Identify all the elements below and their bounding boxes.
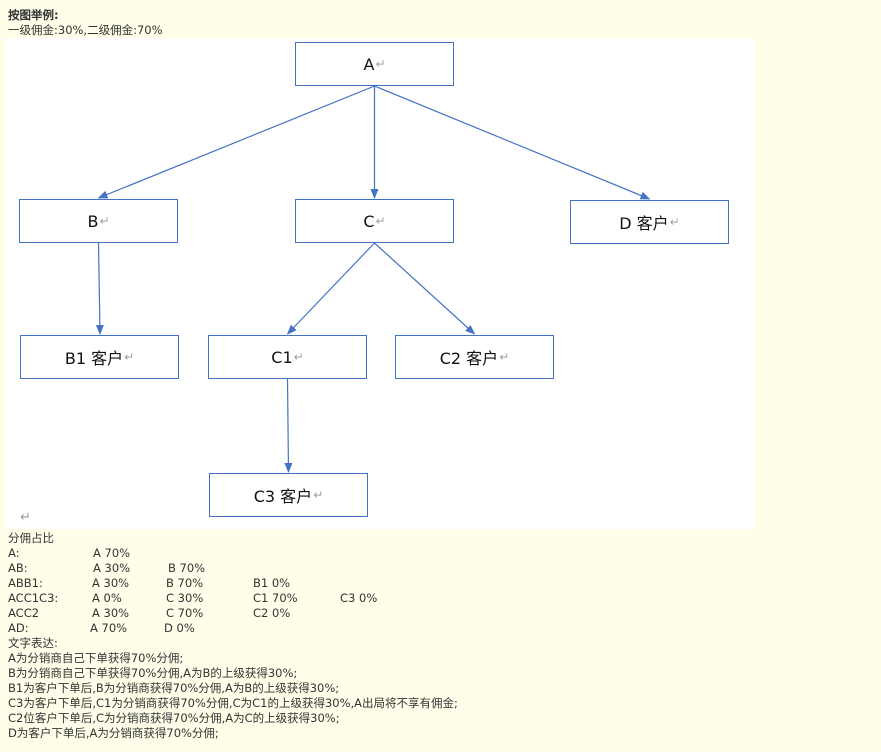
split-cell: A 30%	[93, 561, 131, 575]
split-cell: C 30%	[166, 591, 204, 605]
split-row-label: A:	[8, 546, 20, 560]
split-cell: C1 70%	[253, 591, 298, 605]
node-c: C↵	[295, 199, 454, 243]
split-row: ABB1: A 30% B 70% B1 0%	[8, 576, 458, 591]
split-cell: C3 0%	[340, 591, 378, 605]
split-cell: A 30%	[92, 606, 130, 620]
edge-c-c2	[374, 242, 476, 335]
edge-b-b1	[95, 242, 104, 335]
edge-c-c1	[286, 242, 375, 335]
split-title: 分佣占比	[8, 531, 54, 545]
split-row-label: ACC1C3:	[8, 591, 59, 605]
node-b1-customer: B1 客户↵	[20, 335, 179, 379]
split-row: AD: A 70% D 0%	[8, 621, 458, 636]
node-d-customer: D 客户↵	[570, 200, 729, 244]
edge-a-d	[374, 85, 651, 200]
split-cell: C2 0%	[253, 606, 291, 620]
split-cell: A 70%	[93, 546, 131, 560]
commission-subtitle: 一级佣金:30%,二级佣金:70%	[8, 23, 163, 37]
text-line: C2位客户下单后,C为分销商获得70%分佣,A为C的上级获得30%;	[8, 711, 340, 725]
split-row-label: AD:	[8, 621, 29, 635]
text-line: B1为客户下单后,B为分销商获得70%分佣,A为B的上级获得30%;	[8, 681, 340, 695]
node-c2-customer: C2 客户↵	[395, 335, 554, 379]
split-row: AB: A 30% B 70%	[8, 561, 458, 576]
split-row-label: ACC2	[8, 606, 40, 620]
edge-c1-c3	[284, 378, 293, 473]
commission-tree-diagram: A↵ B↵ C↵ D 客户↵ B1 客户↵ C1↵ C2 客户↵ C3 客户↵ …	[5, 38, 754, 529]
split-row-label: ABB1:	[8, 576, 43, 590]
commission-breakdown: 分佣占比 A: A 70% AB: A 30% B 70% ABB1: A 30…	[8, 531, 458, 741]
text-title: 文字表达:	[8, 636, 58, 650]
text-line: D为客户下单后,A为分销商获得70%分佣;	[8, 726, 219, 740]
split-row: A: A 70%	[8, 546, 458, 561]
text-line: B为分销商自己下单获得70%分佣,A为B的上级获得30%;	[8, 666, 298, 680]
text-line: C3为客户下单后,C1为分销商获得70%分佣,C为C1的上级获得30%,A出局将…	[8, 696, 458, 710]
node-c1: C1↵	[208, 335, 367, 379]
page-heading: 按图举例:	[8, 8, 59, 22]
split-cell: A 0%	[92, 591, 122, 605]
edge-a-b	[97, 85, 375, 199]
split-row: ACC2 A 30% C 70% C2 0%	[8, 606, 458, 621]
split-cell: A 70%	[90, 621, 128, 635]
split-table: A: A 70% AB: A 30% B 70% ABB1: A 30% B 7…	[8, 546, 458, 636]
split-cell: D 0%	[164, 621, 195, 635]
node-a: A↵	[295, 42, 454, 86]
connector-layer	[95, 85, 651, 473]
node-c3-customer: C3 客户↵	[209, 473, 368, 517]
node-b: B↵	[19, 199, 178, 243]
split-cell: B 70%	[168, 561, 206, 575]
split-cell: B1 0%	[253, 576, 291, 590]
paragraph-mark-icon: ↵	[20, 510, 31, 525]
split-cell: C 70%	[166, 606, 204, 620]
split-row-label: AB:	[8, 561, 28, 575]
split-cell: B 70%	[166, 576, 204, 590]
text-line: A为分销商自己下单获得70%分佣;	[8, 651, 184, 665]
split-cell: A 30%	[92, 576, 130, 590]
split-row: ACC1C3: A 0% C 30% C1 70% C3 0%	[8, 591, 458, 606]
